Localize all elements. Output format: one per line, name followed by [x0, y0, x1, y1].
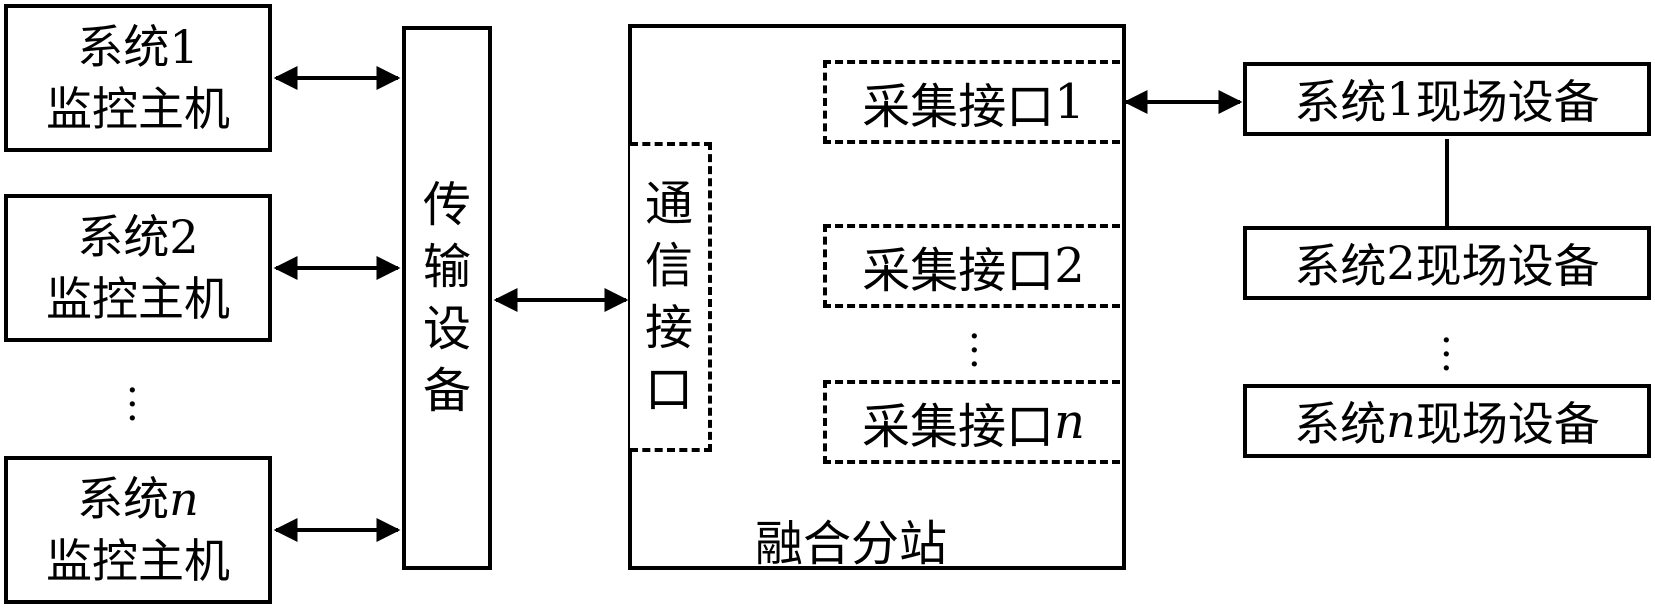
- host-n-name: 系统: [77, 472, 170, 526]
- host-ellipsis: · · ·: [126, 368, 139, 442]
- host-1-type: 监控主机: [46, 82, 230, 136]
- system-n-monitor-host: 系统n 监控主机: [4, 456, 272, 604]
- field-device-ellipsis: · · ·: [1440, 318, 1453, 392]
- host-1-name: 系统: [77, 20, 170, 74]
- system-1-monitor-host: 系统1 监控主机: [4, 4, 272, 152]
- acquisition-ellipsis: · · ·: [968, 314, 981, 388]
- substation-label: 融合分站: [755, 516, 948, 572]
- system-2-monitor-host: 系统2 监控主机: [4, 194, 272, 342]
- host-2-name: 系统: [77, 210, 170, 264]
- transmission-equipment: 传 输 设 备: [402, 26, 492, 570]
- host-1-number: 1: [169, 20, 199, 74]
- communication-interface: 通 信 接 口: [630, 142, 712, 452]
- host-2-type: 监控主机: [46, 272, 230, 326]
- host-n-type: 监控主机: [46, 534, 230, 588]
- host-2-number: 2: [169, 210, 199, 264]
- host-n-number: n: [169, 472, 199, 526]
